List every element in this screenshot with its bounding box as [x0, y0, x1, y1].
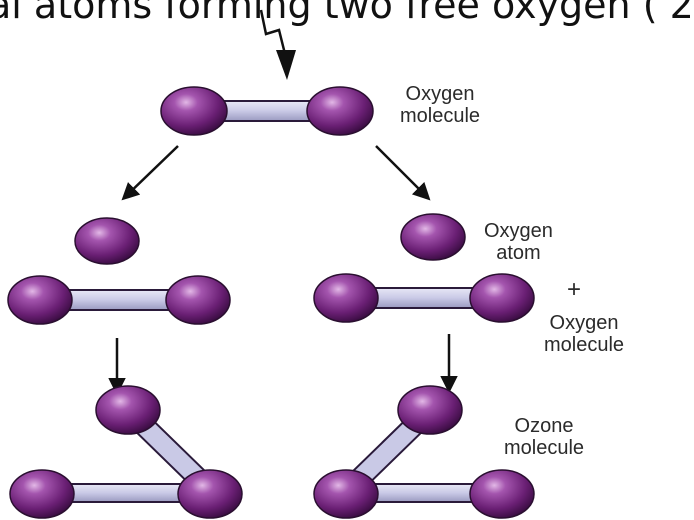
ozone-molecule-left: [9, 385, 243, 519]
label-line: Oxygen: [484, 220, 553, 242]
caption-text: al atoms forming two free oxygen ( 2: [0, 0, 694, 27]
label-line: molecule: [504, 437, 585, 459]
plus-sign: +: [567, 276, 582, 303]
lightning-arrow-icon: [259, 9, 296, 80]
ozone-molecule-right: [313, 385, 535, 519]
label-ozone-molecule: Ozone molecule: [504, 415, 584, 459]
label-line: Oxygen: [405, 83, 475, 105]
oxygen-molecule-left: [7, 275, 231, 325]
label-oxygen-molecule-top: Oxygen molecule: [400, 83, 480, 127]
oxygen-atom-left: [74, 217, 140, 265]
label-line: atom: [496, 242, 541, 264]
molecule-diagram-svg: [7, 9, 535, 519]
label-oxygen-atom: Oxygen atom: [484, 220, 553, 264]
label-line: Ozone: [514, 415, 574, 437]
label-line: Oxygen: [549, 312, 619, 334]
arrow-icon: [121, 145, 179, 201]
arrow-icon: [375, 145, 431, 201]
oxygen-molecule-top: [160, 86, 374, 136]
label-line: molecule: [400, 105, 481, 127]
label-line: molecule: [544, 334, 625, 356]
label-oxygen-molecule-right: Oxygen molecule: [544, 312, 624, 356]
oxygen-atom-right: [400, 213, 466, 261]
oxygen-molecule-right: [313, 273, 535, 323]
